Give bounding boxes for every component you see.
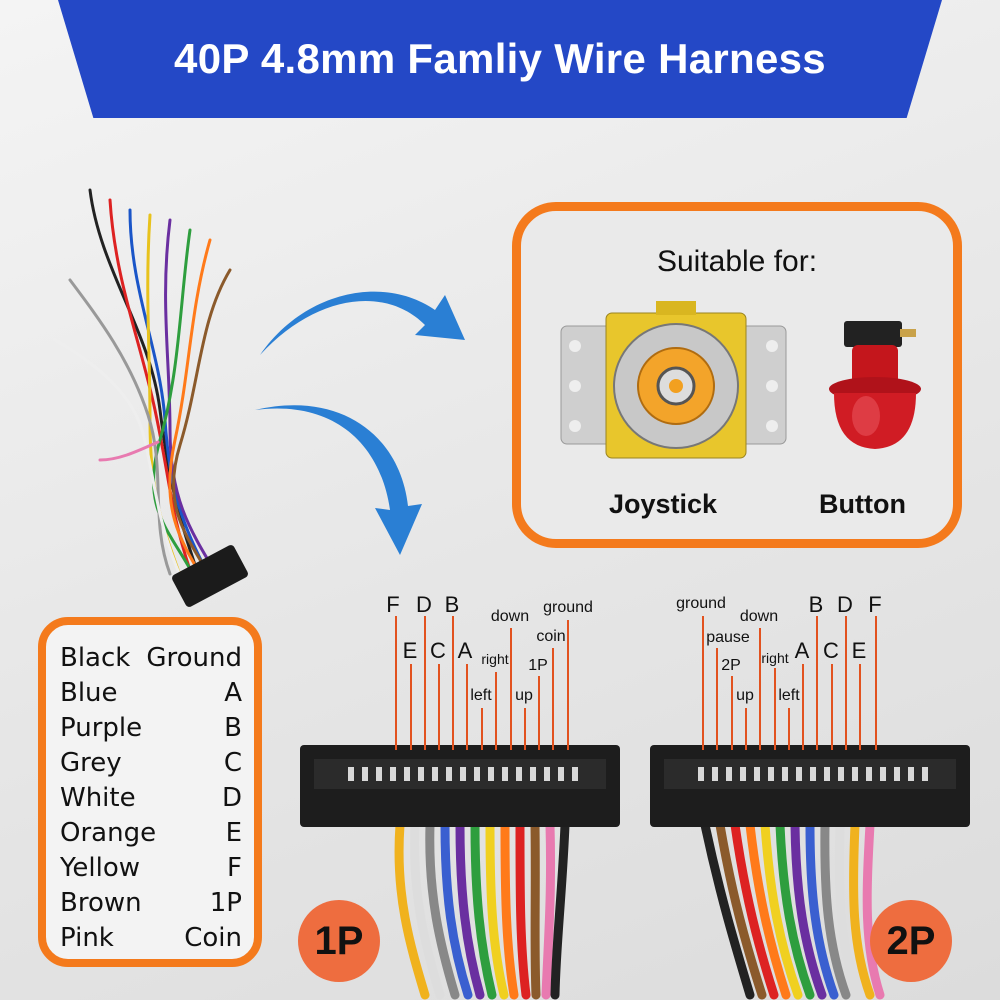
pin-pointer-line (438, 664, 440, 750)
joystick-icon (560, 301, 787, 459)
pin-label: right (481, 651, 509, 667)
wire-color-name: Black (60, 643, 131, 673)
pin-label: E (851, 638, 867, 663)
legend-row: Grey C (60, 746, 242, 780)
legend-row: Black Ground (60, 641, 242, 675)
pin-label: A (794, 638, 810, 663)
wire-signal: D (221, 783, 242, 813)
title-banner: 40P 4.8mm Famliy Wire Harness (58, 0, 942, 118)
joystick-label: Joystick (609, 489, 718, 519)
pin-label: A (457, 638, 473, 663)
pin-pointer-line (816, 616, 818, 750)
pin-pointer-line (424, 616, 426, 750)
wire-color-name: Yellow (60, 853, 141, 883)
wire-signal: A (224, 678, 242, 708)
wire-color-legend: Black Ground Blue A Purple B Grey C White D O… (38, 617, 262, 967)
wire-signal: Coin (184, 923, 242, 953)
pin-pointer-line (859, 664, 861, 750)
pin-label: B (808, 592, 824, 617)
pin-pointer-line (452, 616, 454, 750)
pin-label: 2P (721, 657, 741, 674)
pin-label: up (515, 687, 533, 704)
pin-label: pause (706, 629, 750, 646)
wire-signal: F (227, 853, 242, 883)
pin-pointer-line (466, 664, 468, 750)
player-2-badge: 2P (870, 900, 952, 982)
pin-label: left (778, 687, 800, 704)
pin-pointer-line (774, 668, 776, 750)
pin-pointer-line (410, 664, 412, 750)
wire-harness-image (53, 188, 248, 607)
pin-label: C (823, 638, 839, 663)
pin-label: down (490, 608, 530, 625)
wire-signal: Ground (146, 643, 242, 673)
pin-label: coin (536, 628, 566, 645)
wire-color-name: Brown (60, 888, 142, 918)
wire-color-name: Purple (60, 713, 143, 743)
pin-label: ground (676, 595, 726, 612)
pin-pointer-line (759, 628, 761, 750)
pin-pointer-line (731, 676, 733, 750)
legend-row: Blue A (60, 676, 242, 710)
pin-pointer-line (802, 664, 804, 750)
pin-pointer-line (552, 648, 554, 750)
legend-row: Yellow F (60, 851, 242, 885)
page-title: 40P 4.8mm Famliy Wire Harness (174, 35, 826, 82)
arrow-to-connectors-icon (255, 405, 422, 555)
wire-signal: B (224, 713, 242, 743)
pin-pointer-line (702, 616, 704, 750)
player-1-badge: 1P (298, 900, 380, 982)
legend-row: Pink Coin (60, 921, 242, 955)
pin-pointer-line (510, 628, 512, 750)
pin-label: up (736, 687, 754, 704)
wire-signal: 1P (209, 888, 242, 918)
pin-pointer-line (481, 708, 483, 750)
pin-pointer-line (538, 676, 540, 750)
pin-label: right (761, 650, 789, 666)
legend-row: Purple B (60, 711, 242, 745)
pin-label: D (837, 592, 853, 617)
pin-pointer-line (716, 648, 718, 750)
connector-2p-image (650, 745, 970, 1000)
pin-label: E (402, 638, 418, 663)
pin-pointer-line (567, 620, 569, 750)
wire-color-name: White (60, 783, 136, 813)
connector-1p-image (300, 745, 620, 1000)
pin-label: down (739, 608, 779, 625)
wire-color-name: Orange (60, 818, 157, 848)
pin-label: F (868, 592, 882, 617)
pin-label: C (430, 638, 446, 663)
suitable-for-title: Suitable for: (656, 245, 818, 278)
pin-label: D (416, 592, 432, 617)
wire-color-name: Grey (60, 748, 122, 778)
pin-pointer-line (788, 708, 790, 750)
pin-pointer-line (524, 708, 526, 750)
wire-signal: E (225, 818, 242, 848)
wire-signal: C (223, 748, 242, 778)
pin-pointer-line (745, 708, 747, 750)
arcade-button-icon (829, 321, 921, 449)
pin-pointer-line (831, 664, 833, 750)
pin-pointer-line (845, 616, 847, 750)
legend-row: White D (60, 781, 242, 815)
legend-row: Orange E (60, 816, 242, 850)
pin-label: ground (543, 599, 593, 616)
legend-row: Brown 1P (60, 886, 242, 920)
button-label: Button (819, 489, 906, 519)
pin-label: F (386, 592, 400, 617)
pin-pointer-line (495, 672, 497, 750)
arrow-to-suitable-icon (260, 291, 465, 355)
pin-label: B (444, 592, 460, 617)
pin-pointer-line (875, 616, 877, 750)
wire-color-name: Blue (60, 678, 118, 708)
wire-color-name: Pink (60, 923, 114, 953)
pin-label: 1P (528, 657, 548, 674)
suitable-for-panel: Suitable for: Joystick Button (512, 202, 962, 548)
pin-pointer-line (395, 616, 397, 750)
pin-label: left (470, 687, 492, 704)
